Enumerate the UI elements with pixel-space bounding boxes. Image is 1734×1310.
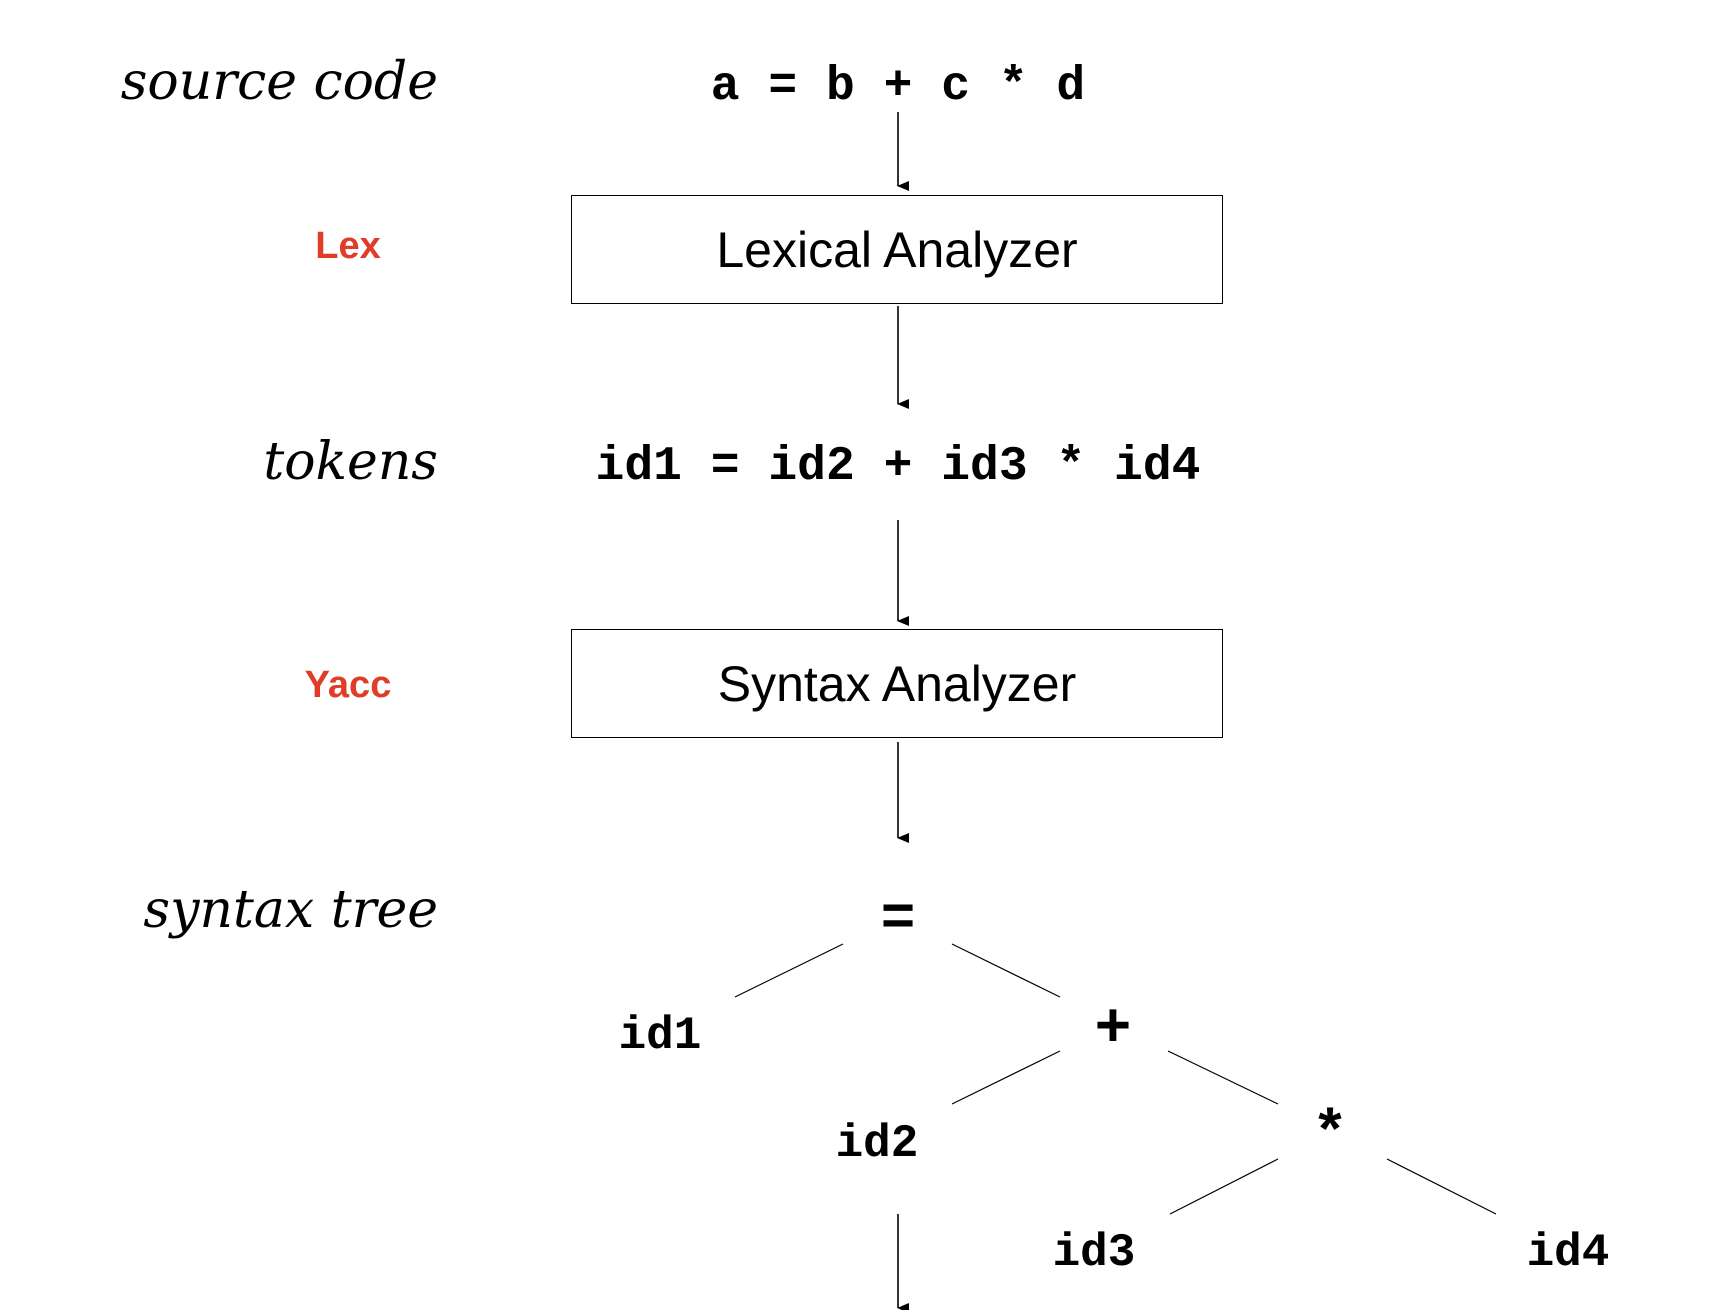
tokens-label: tokens: [263, 432, 438, 492]
syntax-analyzer-box: Syntax Analyzer: [571, 629, 1223, 738]
edge-plus-id2: [951, 1050, 1061, 1105]
source-code-label: source code: [120, 52, 438, 112]
syntax-analyzer-label: Syntax Analyzer: [717, 655, 1077, 712]
tree-node-id2: id2: [835, 1118, 919, 1170]
yacc-tool-label: Yacc: [304, 664, 392, 706]
tree-node-id1: id1: [618, 1010, 702, 1062]
syntax-tree-label: syntax tree: [143, 880, 438, 940]
tokens-text: id1 = id2 + id3 * id4: [595, 440, 1201, 494]
edge-root-plus: [951, 943, 1061, 998]
lexical-analyzer-box: Lexical Analyzer: [571, 195, 1223, 304]
lexical-analyzer-label: Lexical Analyzer: [716, 221, 1078, 278]
tree-node-id4: id4: [1526, 1227, 1610, 1279]
lex-tool-label: Lex: [315, 225, 381, 267]
tree-node-plus: +: [1094, 994, 1132, 1065]
edge-plus-star: [1167, 1050, 1279, 1105]
tree-node-id3: id3: [1052, 1227, 1136, 1279]
tree-node-star: *: [1311, 1102, 1348, 1170]
edge-star-id3: [1169, 1158, 1279, 1215]
edge-root-id1: [734, 943, 844, 998]
edge-star-id4: [1386, 1158, 1497, 1215]
source-code-text: a = b + c * d: [710, 60, 1086, 114]
tree-node-equals: =: [880, 888, 916, 953]
